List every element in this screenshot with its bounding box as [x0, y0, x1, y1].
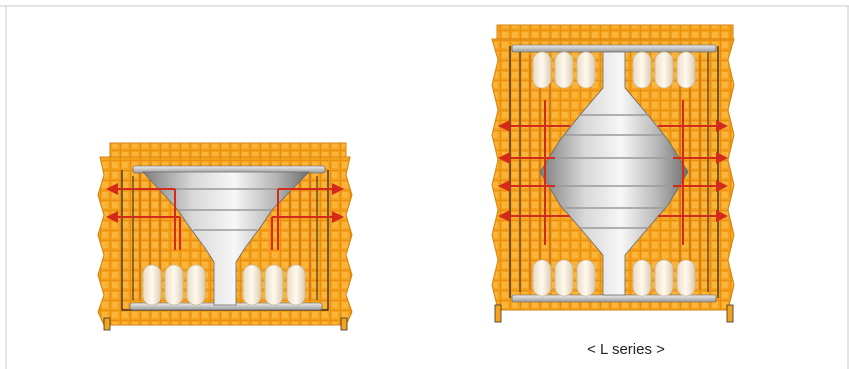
right-top-plate: [512, 45, 716, 52]
left-foot-left: [104, 318, 110, 330]
left-furnace-diagram: [98, 143, 352, 330]
right-foot-left: [495, 305, 501, 322]
right-lid: [497, 25, 733, 39]
right-diagram-caption: < L series >: [556, 341, 696, 358]
left-foot-right: [341, 318, 347, 330]
right-furnace-diagram: [492, 25, 734, 322]
left-lid: [110, 143, 346, 157]
right-foot-right: [727, 305, 733, 322]
